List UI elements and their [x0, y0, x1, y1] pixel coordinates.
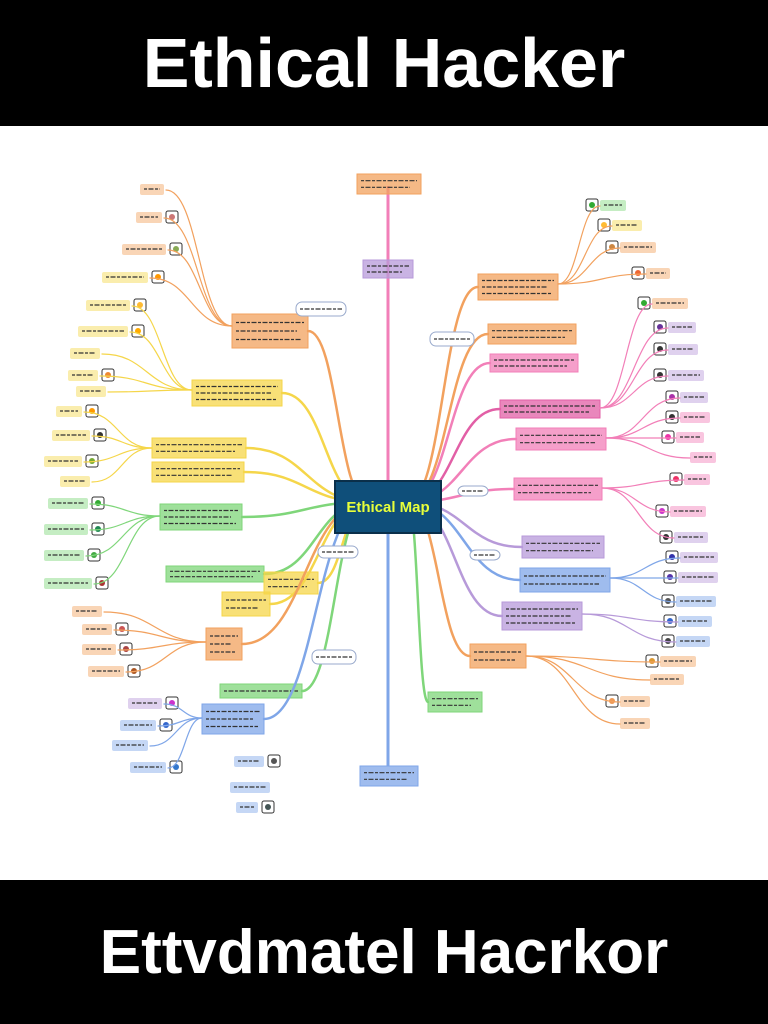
branch-node: [263, 571, 319, 595]
top-title: Ethical Hacker: [142, 24, 626, 102]
branch-line: [557, 247, 621, 285]
leaf-node: [680, 552, 718, 563]
branch-line: [131, 305, 193, 391]
branch-line: [167, 717, 203, 769]
branch-node: [165, 565, 265, 583]
branch-line: [525, 655, 651, 681]
leaf-icon-dot: [665, 638, 671, 644]
branch-line: [605, 437, 691, 459]
leaf-icon-dot: [667, 618, 673, 624]
branch-line: [599, 349, 669, 409]
branch-line: [101, 353, 193, 391]
branch-line: [125, 641, 207, 673]
floating-tag: [295, 301, 347, 317]
branch-node: [519, 567, 611, 593]
center-node[interactable]: Ethical Map: [334, 480, 442, 534]
leaf-icon-dot: [169, 214, 175, 220]
leaf-icon-dot: [673, 476, 679, 482]
branch-line: [406, 285, 480, 504]
branch-line: [129, 331, 193, 391]
branch-line: [113, 629, 207, 643]
leaf-node: [676, 432, 704, 443]
branch-line: [601, 487, 675, 539]
leaf-icon-dot: [89, 458, 95, 464]
branch-line: [93, 515, 161, 585]
branch-line: [601, 479, 685, 489]
branch-node: [151, 461, 245, 483]
bottom-title: Ettvdmatel Hacrkor: [99, 917, 669, 987]
leaf-icon-dot: [123, 646, 129, 652]
leaf-node: [52, 430, 90, 441]
branch-line: [163, 217, 233, 327]
top-node: [356, 173, 422, 195]
leaf-node: [78, 326, 128, 337]
leaf-icon-dot: [95, 526, 101, 532]
branch-node: [513, 477, 603, 501]
branch-line: [609, 577, 677, 603]
branch-line: [83, 411, 153, 449]
leaf-icon-dot: [105, 372, 111, 378]
branch-node: [219, 683, 303, 699]
branch-line: [149, 277, 233, 327]
branch-line: [83, 447, 153, 463]
branch-line: [107, 389, 193, 393]
branch-line: [89, 515, 161, 531]
leaf-icon-dot: [95, 500, 101, 506]
branch-line: [581, 613, 679, 623]
leaf-icon-dot: [173, 246, 179, 252]
leaf-icon-dot: [137, 302, 143, 308]
top-title-banner: Ethical Hacker: [0, 0, 768, 126]
leaf-icon-dot: [667, 574, 673, 580]
leaf-icon-dot: [601, 222, 607, 228]
bottom-title-banner: Ettvdmatel Hacrkor: [0, 880, 768, 1024]
branch-node: [489, 353, 579, 373]
mind-map-graphic: [44, 173, 718, 814]
branch-node: [151, 437, 247, 459]
branch-line: [605, 397, 681, 439]
mind-map-canvas: Ethical Map: [0, 126, 768, 880]
leaf-icon-dot: [589, 202, 595, 208]
center-node-label: Ethical Map: [346, 498, 430, 516]
branch-line: [167, 249, 233, 327]
branch-line: [91, 447, 153, 483]
branch-line: [599, 375, 669, 409]
branch-node: [499, 399, 601, 419]
branch-node: [469, 643, 527, 669]
branch-line: [525, 655, 621, 725]
leaf-node: [680, 392, 708, 403]
branch-node: [515, 427, 607, 451]
branch-line: [557, 225, 613, 285]
branch-line: [599, 327, 669, 409]
branch-line: [599, 303, 653, 409]
leaf-icon-dot: [665, 434, 671, 440]
leaf-node: [668, 322, 696, 333]
branch-line: [525, 655, 661, 663]
bottom-node: [359, 765, 419, 787]
branch-line: [117, 641, 207, 651]
leaf-icon-dot: [265, 804, 271, 810]
branch-line: [85, 515, 161, 557]
branch-line: [103, 611, 207, 643]
branch-line: [557, 205, 601, 285]
leaf-icon-dot: [635, 270, 641, 276]
branch-line: [149, 717, 203, 747]
branch-node: [521, 535, 605, 559]
leaf-icon-dot: [271, 758, 277, 764]
top-sub-node: [362, 259, 414, 279]
branch-node: [427, 691, 483, 713]
branch-line: [89, 503, 161, 517]
branch-line: [165, 189, 233, 327]
branch-node: [221, 591, 271, 617]
branch-line: [557, 273, 647, 285]
leaf-icon-dot: [649, 658, 655, 664]
branch-node: [487, 323, 577, 345]
branch-line: [581, 613, 677, 643]
leaf-icon-dot: [119, 626, 125, 632]
leaf-icon-dot: [641, 300, 647, 306]
leaf-node: [44, 456, 82, 467]
